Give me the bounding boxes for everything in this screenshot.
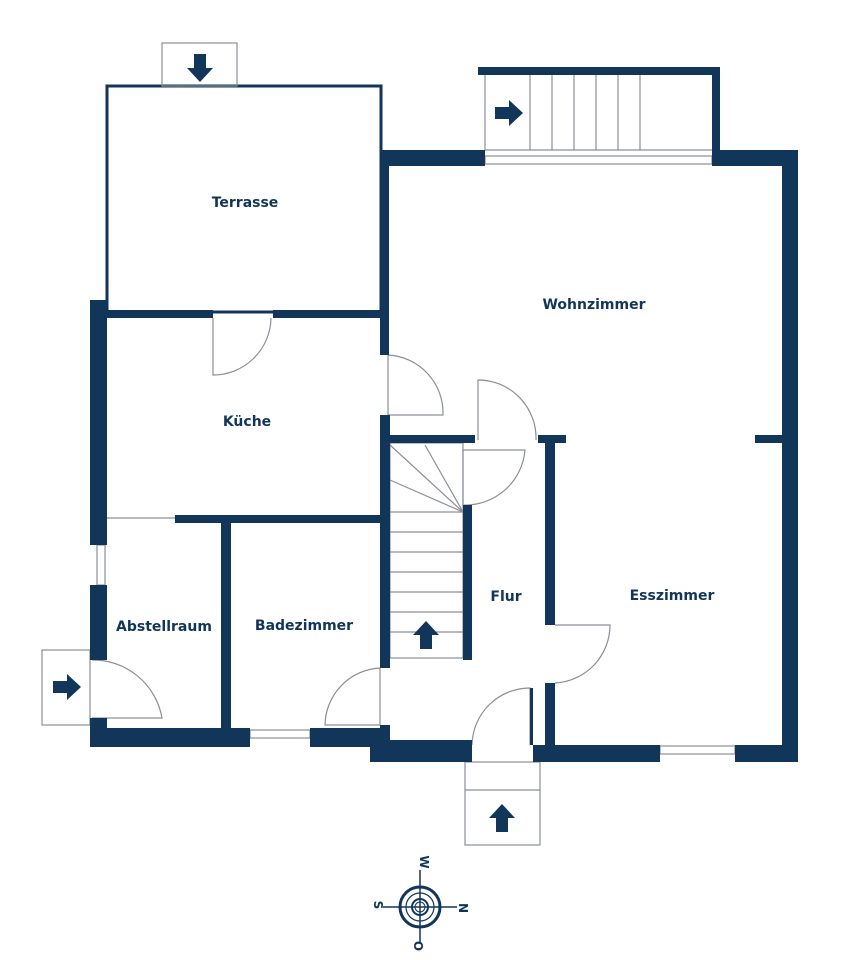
room-label-esszimmer: Esszimmer [629, 588, 715, 604]
room-label-flur: Flur [490, 589, 522, 605]
compass-south: S [371, 900, 385, 910]
room-label-kueche: Küche [222, 414, 272, 430]
room-label-terrasse: Terrasse [211, 195, 279, 211]
thin-lines [41, 42, 736, 846]
stair-arrows [53, 54, 523, 832]
arrow-up-icon [413, 621, 439, 649]
room-label-badezimmer: Badezimmer [254, 618, 354, 634]
arrow-down-icon [187, 54, 213, 82]
arrow-right-icon [53, 674, 81, 700]
compass-north: N [456, 902, 470, 914]
arrow-right-icon [495, 100, 523, 126]
room-label-wohnzimmer: Wohnzimmer [542, 297, 646, 313]
compass-east: O [411, 940, 425, 952]
arrow-up-icon [489, 804, 515, 832]
compass-west: W [417, 855, 431, 869]
room-label-abstellraum: Abstellraum [116, 619, 212, 635]
compass-rose-icon [383, 870, 457, 944]
walls [90, 67, 798, 762]
